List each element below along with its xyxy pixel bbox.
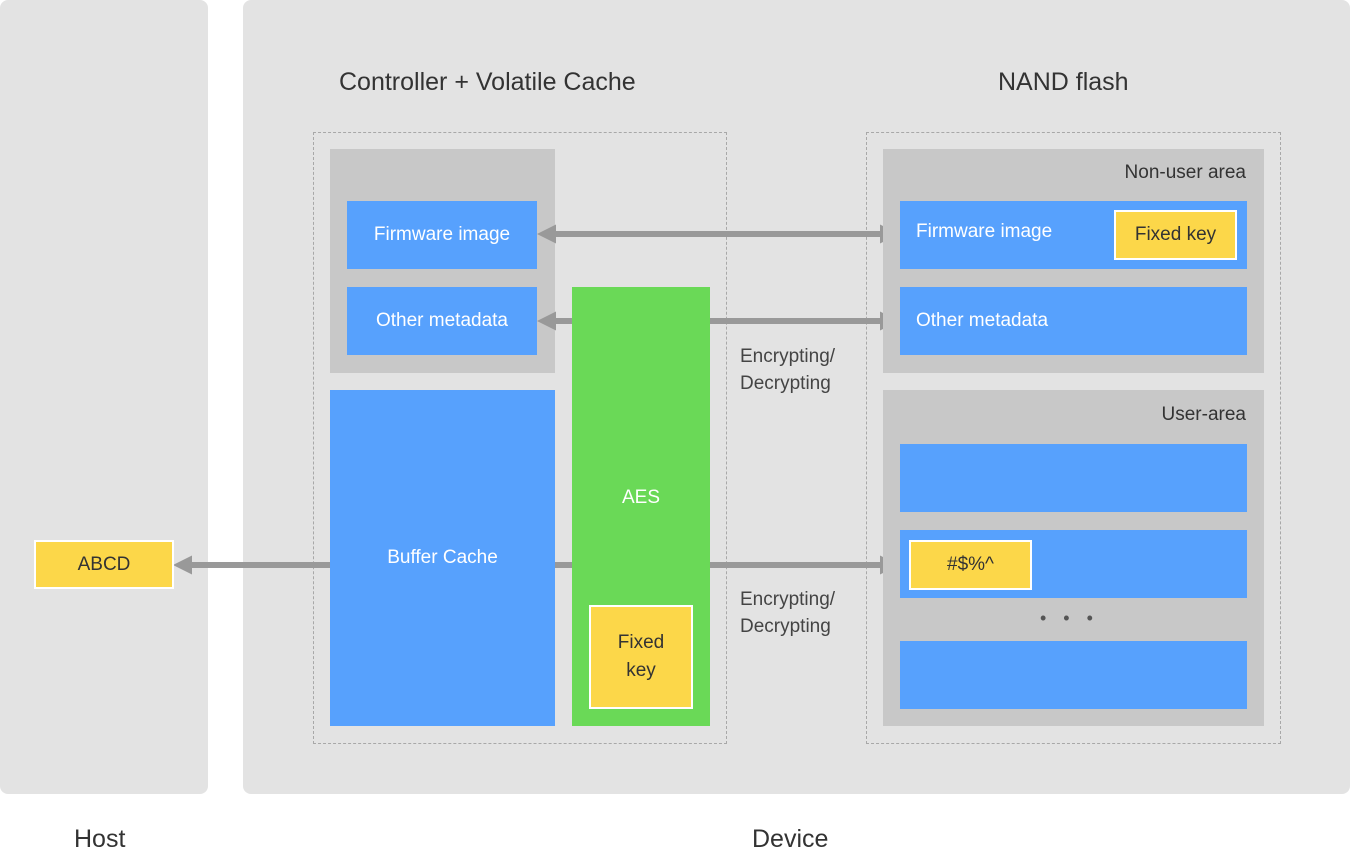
encrypted-data-block: #$%^ — [909, 540, 1032, 590]
enc-dec-top-line1: Encrypting/ — [740, 346, 836, 367]
enc-dec-top-line2: Decrypting — [740, 373, 831, 394]
buffer-cache: Buffer Cache — [330, 390, 555, 726]
aes-block: AES Fixed key — [572, 287, 710, 726]
enc-dec-label-top: Encrypting/ Decrypting — [740, 343, 835, 397]
nand-firmware-image-label: Firmware image — [916, 221, 1053, 242]
host-data-block: ABCD — [34, 540, 174, 589]
enc-dec-label-bottom: Encrypting/ Decrypting — [740, 586, 835, 640]
device-label: Device — [752, 825, 829, 853]
controller-title: Controller + Volatile Cache — [339, 68, 636, 96]
nand-fixed-key: Fixed key — [1114, 210, 1237, 260]
user-block-1 — [900, 444, 1247, 512]
controller-firmware-image: Firmware image — [347, 201, 537, 269]
enc-dec-bottom-line1: Encrypting/ — [740, 589, 836, 610]
controller-other-metadata: Other metadata — [347, 287, 537, 355]
controller-boundary — [313, 132, 727, 744]
enc-dec-bottom-line2: Decrypting — [740, 616, 831, 637]
nand-boundary — [866, 132, 1281, 744]
nand-title: NAND flash — [998, 68, 1129, 96]
controller-fixed-key: Fixed key — [589, 605, 693, 709]
controller-fixed-key-line1: Fixed — [617, 632, 665, 653]
ellipsis: • • • — [1040, 608, 1099, 628]
controller-fixed-key-line2: key — [626, 660, 656, 681]
aes-label: AES — [621, 487, 661, 508]
non-user-area-label: Non-user area — [1124, 162, 1246, 183]
user-block-3 — [900, 641, 1247, 709]
user-area-label: User-area — [1161, 404, 1246, 425]
nand-other-metadata: Other metadata — [900, 287, 1247, 355]
host-panel — [0, 0, 208, 794]
host-label: Host — [74, 825, 126, 853]
